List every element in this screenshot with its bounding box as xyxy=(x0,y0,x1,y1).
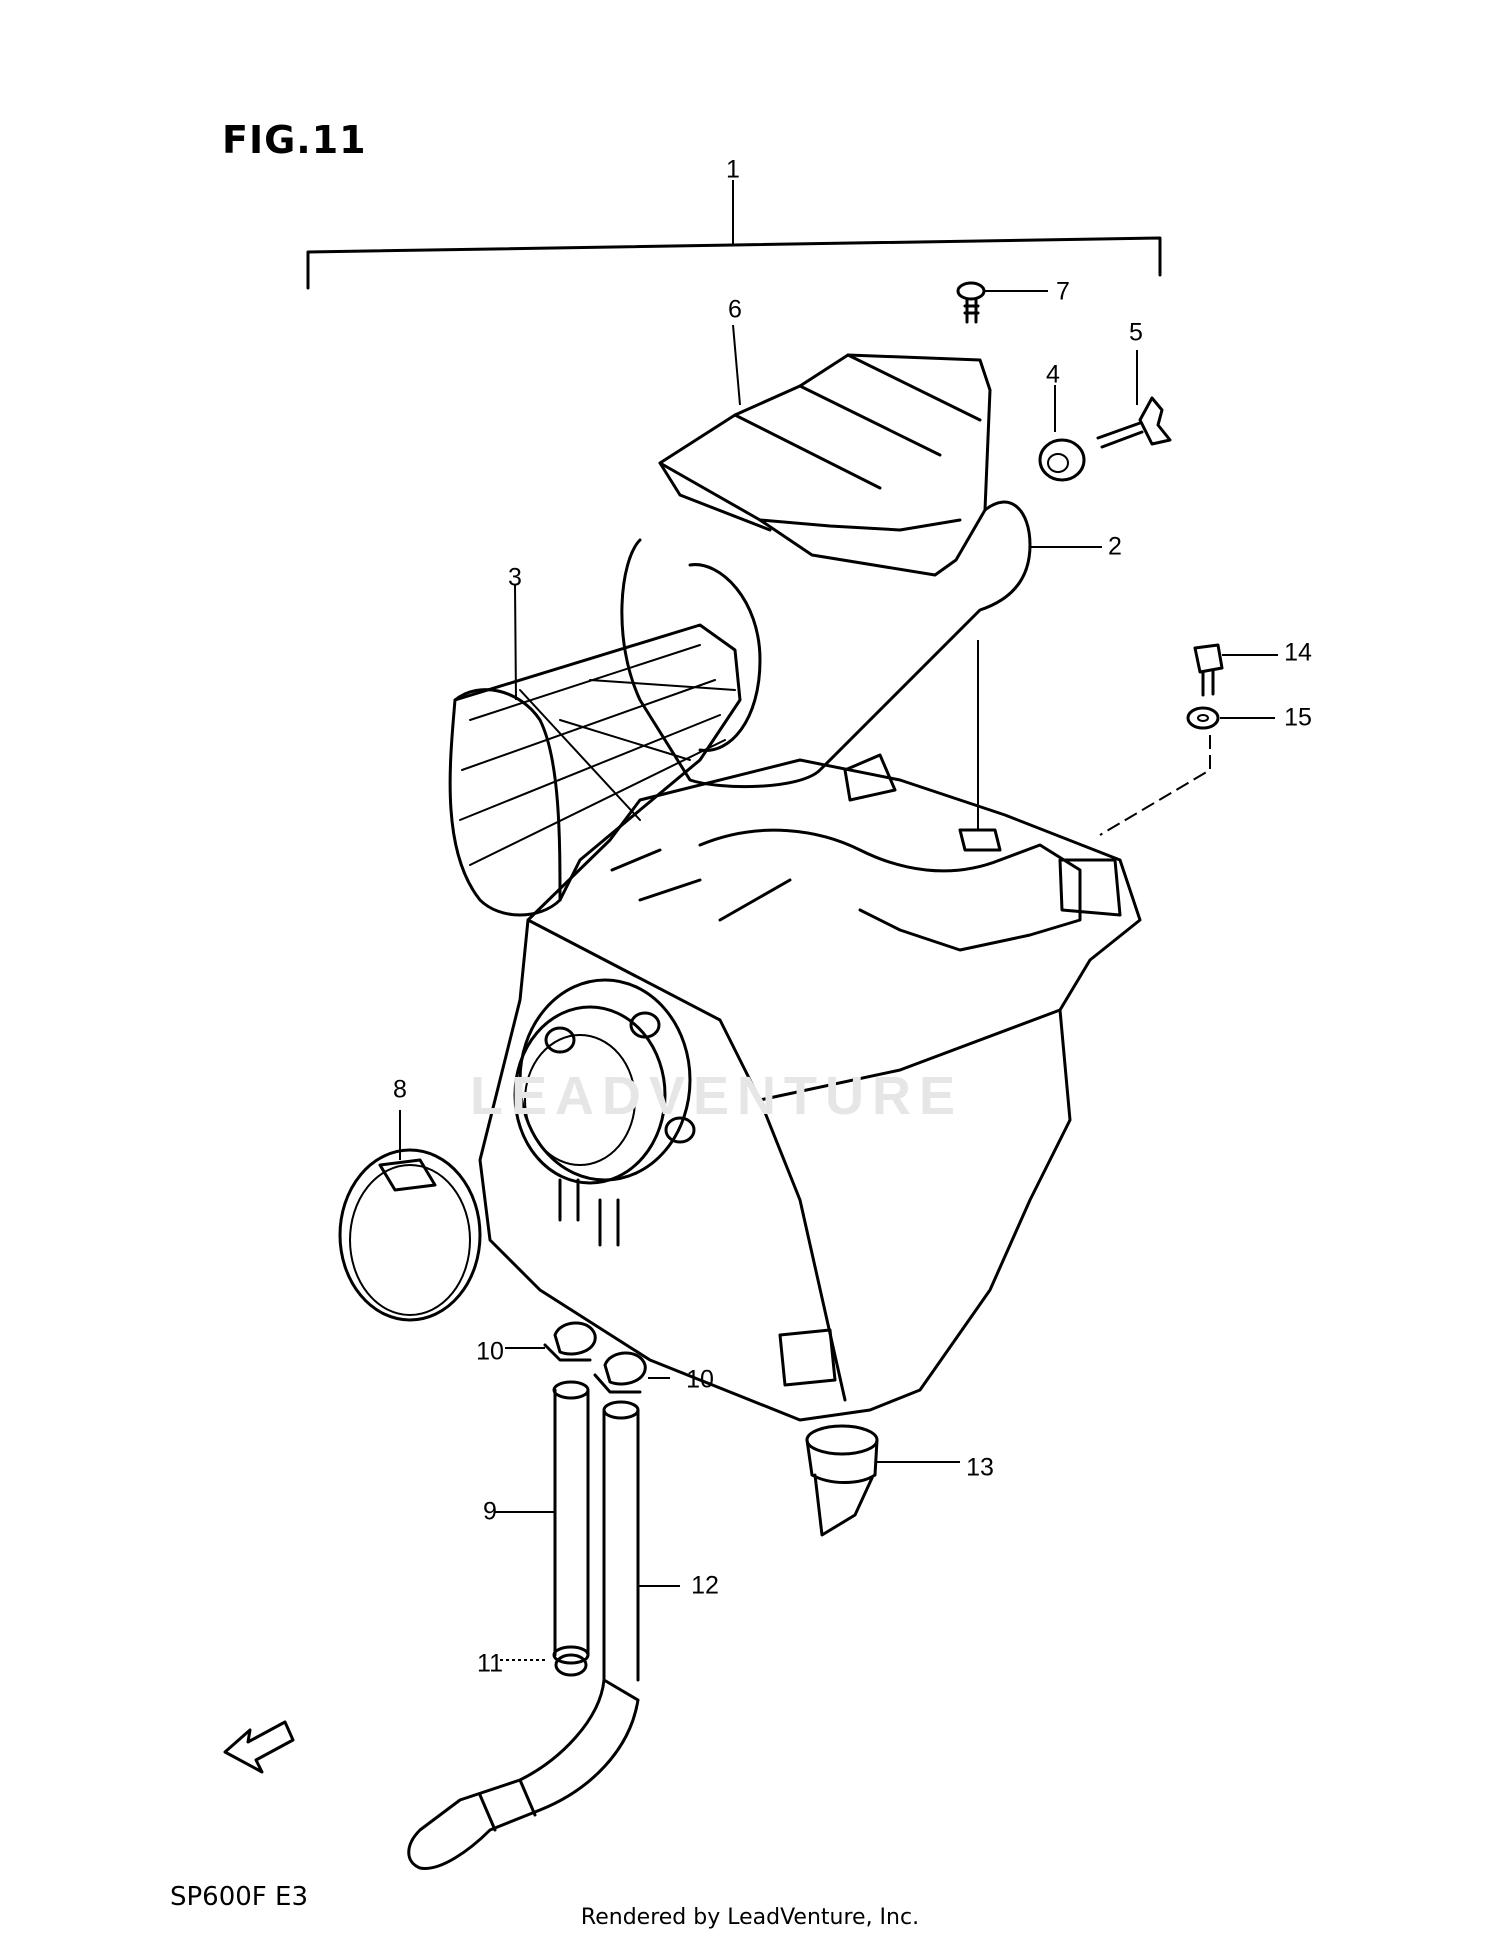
part-8-clamp xyxy=(338,1110,482,1322)
callout-2: 2 xyxy=(1108,532,1122,561)
part-11-clip xyxy=(500,1653,588,1677)
callout-7: 7 xyxy=(1056,277,1070,306)
callout-8: 8 xyxy=(393,1075,407,1104)
part-4-collar xyxy=(1038,385,1086,482)
part-9-hose xyxy=(495,1380,590,1665)
part-2-cleaner-case xyxy=(620,500,1102,789)
assembly-bracket xyxy=(306,180,1162,290)
callout-9: 9 xyxy=(483,1497,497,1526)
rendered-by-note: Rendered by LeadVenture, Inc. xyxy=(580,1905,920,1930)
part-13-drain-plug xyxy=(805,1424,960,1537)
callout-10-right: 10 xyxy=(686,1365,714,1394)
callout-15: 15 xyxy=(1284,703,1312,732)
part-3-filter-element xyxy=(448,584,742,917)
callout-1: 1 xyxy=(726,155,740,184)
callout-6: 6 xyxy=(728,295,742,324)
callout-4: 4 xyxy=(1046,360,1060,389)
callout-10-left: 10 xyxy=(476,1337,504,1366)
callout-5: 5 xyxy=(1129,318,1143,347)
figure-title: FIG.11 xyxy=(222,118,367,162)
model-code: SP600F E3 xyxy=(170,1882,308,1912)
part-1-case-body xyxy=(478,640,1142,1422)
part-7-screw xyxy=(956,281,1048,324)
callout-12: 12 xyxy=(691,1571,719,1600)
callout-3: 3 xyxy=(508,563,522,592)
part-14-bolt xyxy=(1193,643,1278,697)
part-5-wing-bolt xyxy=(1096,350,1172,449)
callout-13: 13 xyxy=(966,1453,994,1482)
fwd-arrow-icon xyxy=(223,1720,295,1774)
part-10-clip-left xyxy=(505,1321,597,1362)
part-15-washer xyxy=(1099,706,1275,836)
part-12-drain-hose xyxy=(407,1400,680,1870)
part-6-cover xyxy=(658,324,992,577)
callout-11: 11 xyxy=(477,1649,503,1678)
part-10-clip-right xyxy=(593,1351,670,1394)
watermark: LEADVENTURE xyxy=(470,1066,964,1126)
callout-14: 14 xyxy=(1284,638,1312,667)
intake-ring xyxy=(513,978,696,1247)
